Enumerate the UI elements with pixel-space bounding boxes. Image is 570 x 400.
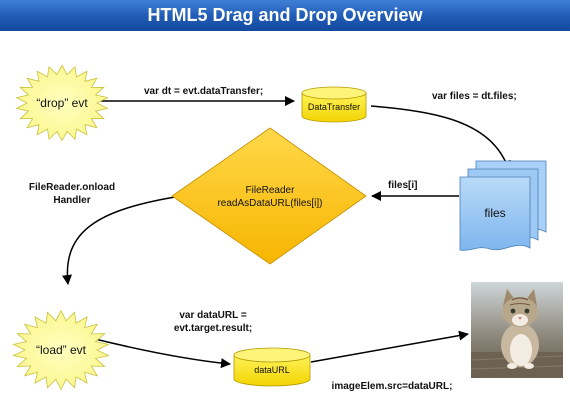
edges [62,96,511,369]
title-banner [0,0,570,31]
drop-starburst-shape [15,64,109,142]
filereader-label-line1: FileReader [246,185,296,196]
edge-dataurl-to-image [310,330,469,363]
dataurl-label: dataURL [254,365,290,375]
filereader-diamond-shape [171,127,367,265]
files-node: files [459,160,547,251]
kitten-photo [470,282,564,378]
label-onload-line2: Handler [53,195,90,206]
filereader-label-line2: readAsDataURL(files[i]) [217,198,322,209]
label-imageelem: imageElem.src=dataURL; [332,381,453,392]
files-label: files [484,206,505,220]
label-files-to-filereader: files[i] [388,180,417,191]
files-doc-front [459,176,531,251]
drop-event-label: “drop” evt [36,96,88,110]
datatransfer-node: DataTransfer [301,86,367,123]
drop-event-node: “drop” evt [15,64,109,142]
dataurl-cylinder-body [233,355,311,387]
label-result-line1: var dataURL = [179,310,247,321]
datatransfer-cylinder-top [301,86,367,100]
edge-filereader-to-load [62,196,176,285]
label-drop-to-datatransfer: var dt = evt.dataTransfer; [144,86,263,97]
dataurl-node: dataURL [233,347,311,387]
edge-datatransfer-to-files [370,105,511,171]
load-starburst-shape [12,309,110,391]
filereader-node: FileReader readAsDataURL(files[i]) [171,127,367,265]
datatransfer-label: DataTransfer [308,102,360,112]
datatransfer-cylinder-body [301,93,367,123]
load-event-label: “load” evt [36,343,87,357]
dataurl-cylinder-top [233,347,311,363]
label-result-line2: evt.target.result; [174,323,252,334]
label-onload-line1: FileReader.onload [29,182,115,193]
diagram-title: HTML5 Drag and Drop Overview [147,5,423,25]
load-event-node: “load” evt [12,309,110,391]
edge-load-to-dataurl [94,338,231,369]
label-datatransfer-to-files: var files = dt.files; [432,91,517,102]
